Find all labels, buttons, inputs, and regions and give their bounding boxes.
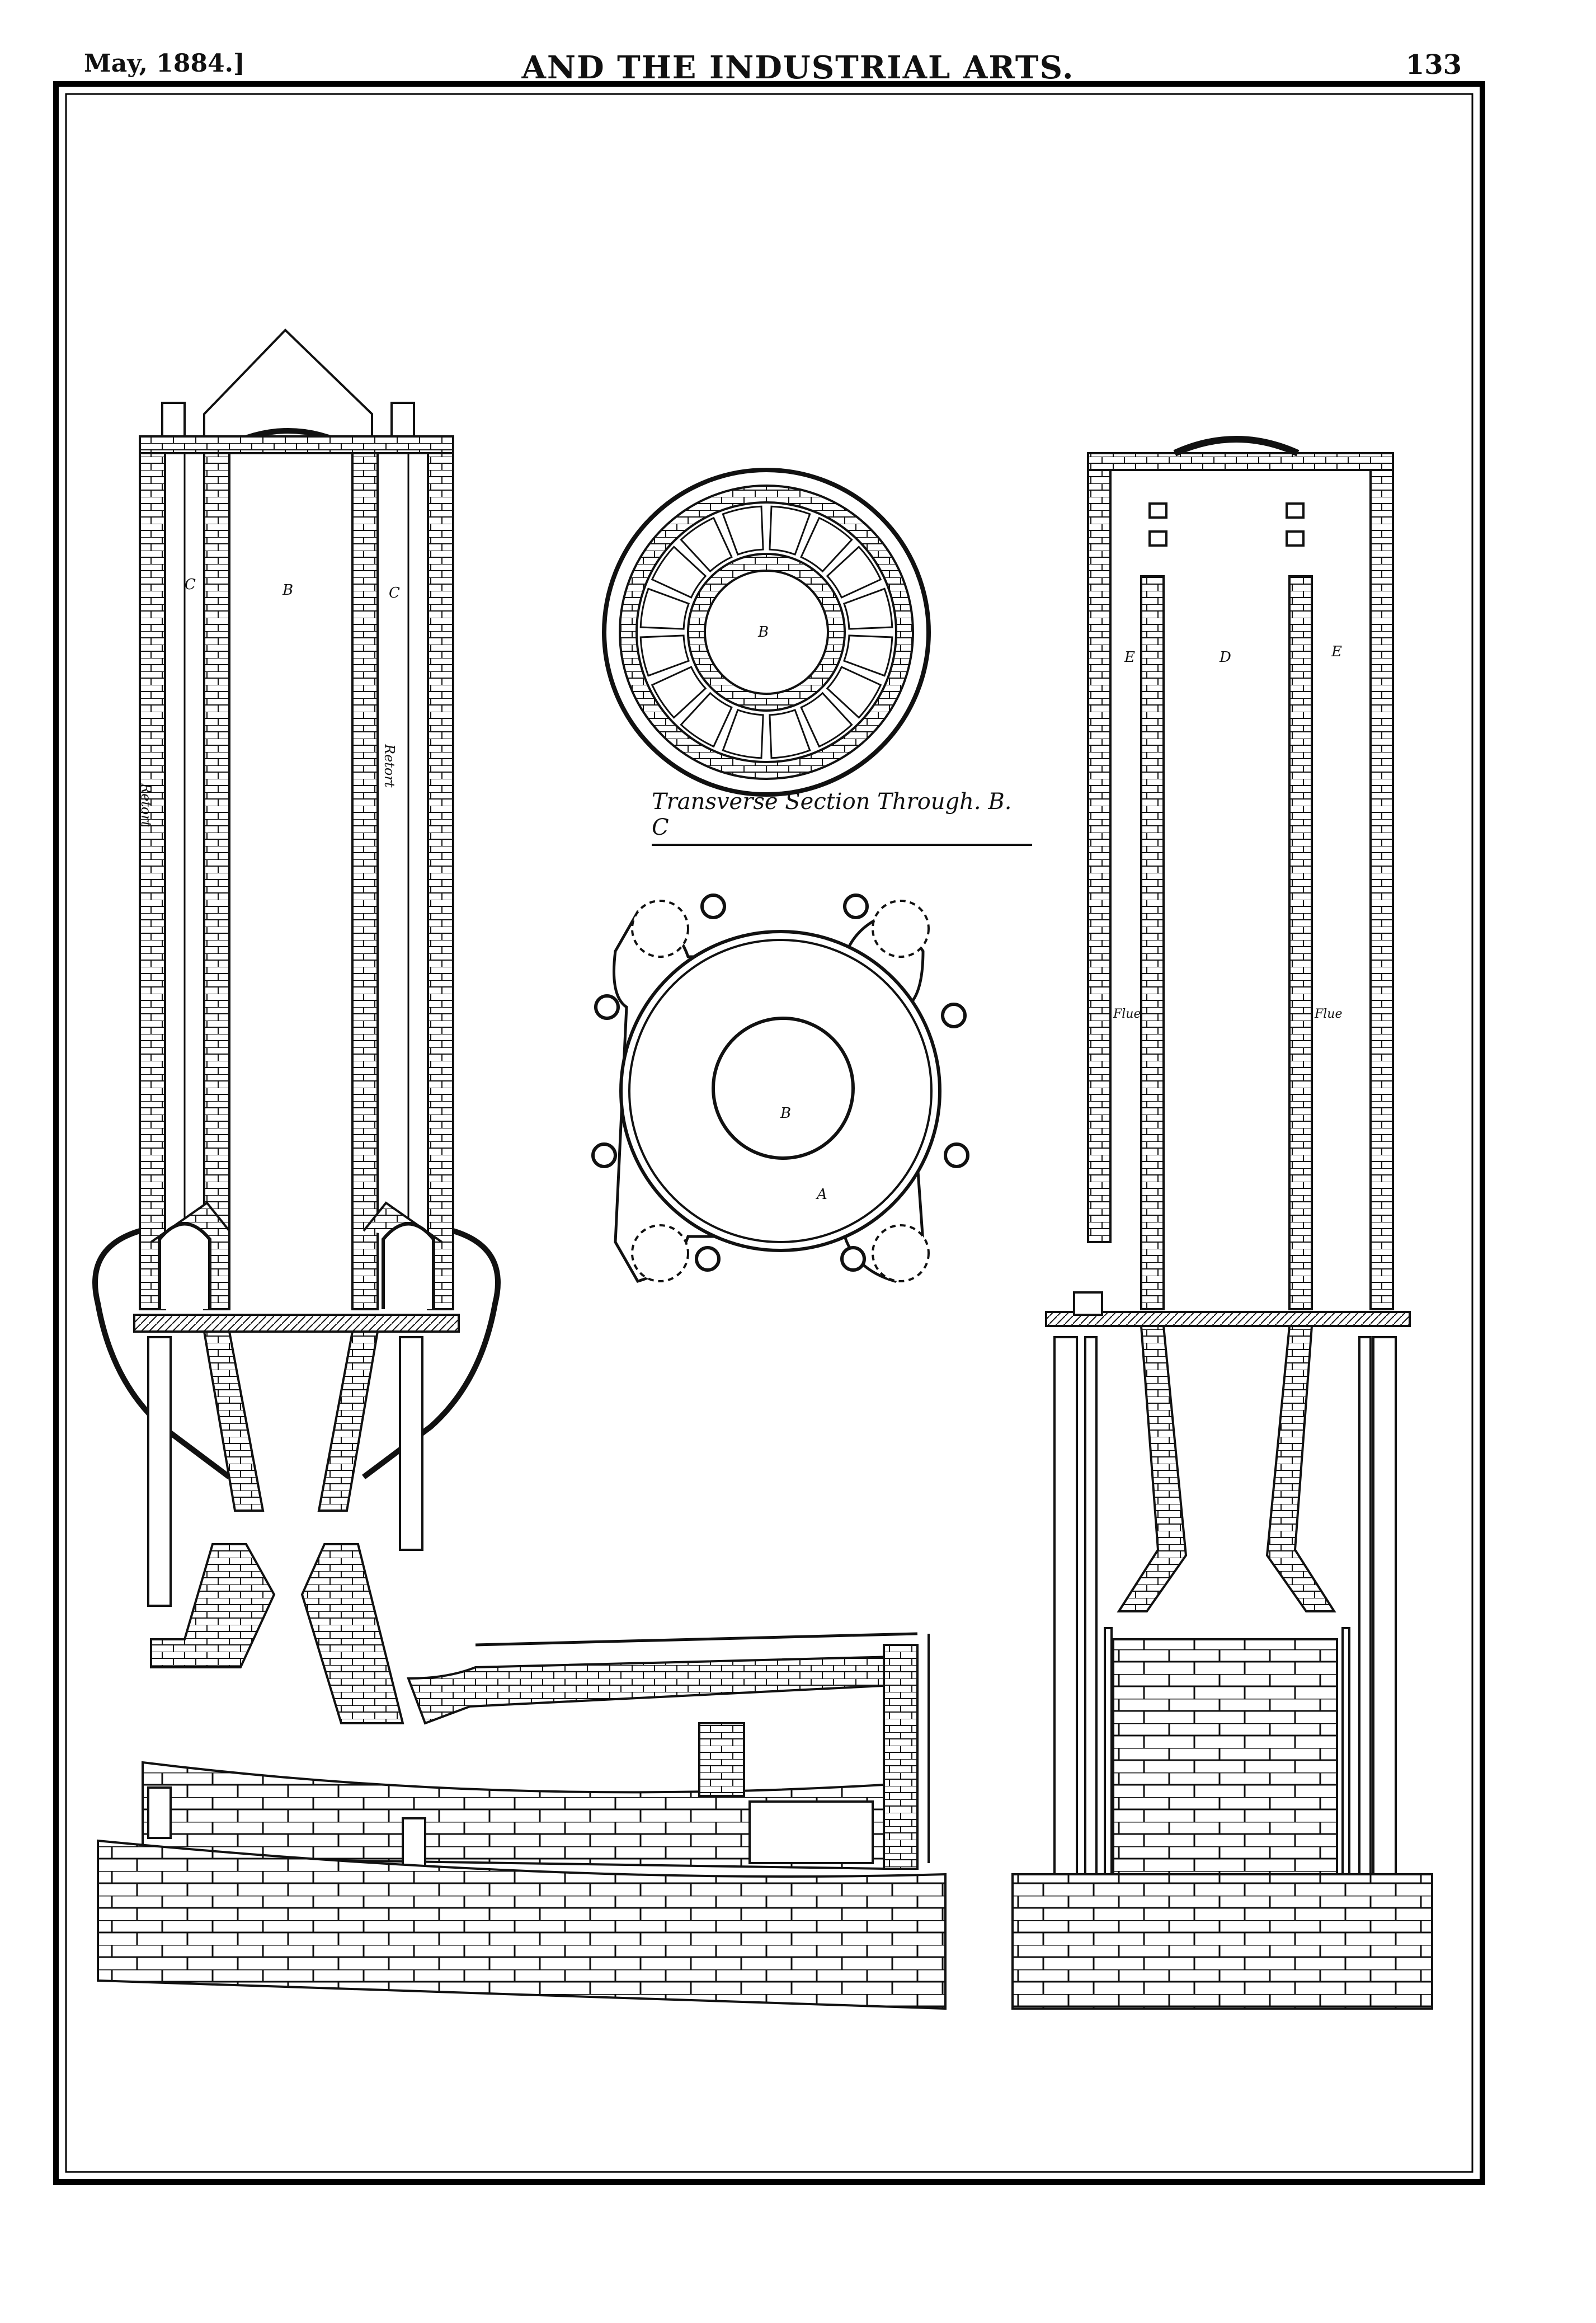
label-e-right: E bbox=[1331, 643, 1342, 660]
caption-transverse-section: Transverse Section Through. B. C bbox=[652, 789, 1032, 846]
ring-chamber bbox=[651, 666, 707, 719]
ring-chamber bbox=[680, 692, 733, 748]
label-a-plan: A bbox=[817, 1186, 827, 1203]
label-retort-right: Retort bbox=[382, 744, 397, 788]
label-e-left: E bbox=[1124, 649, 1135, 666]
header-date: May, 1884.] bbox=[84, 49, 245, 78]
ring-chamber bbox=[639, 587, 690, 630]
label-flue-left: Flue bbox=[1113, 1007, 1141, 1021]
ring-chamber bbox=[722, 505, 764, 556]
plate-border bbox=[53, 81, 1485, 2185]
ring-retort-chambers bbox=[639, 505, 893, 759]
base-plan bbox=[591, 894, 969, 1283]
ring-chamber bbox=[769, 708, 811, 759]
transverse-section-ring bbox=[602, 468, 931, 797]
label-b-ring: B bbox=[758, 624, 769, 641]
ring-chamber bbox=[639, 634, 690, 677]
right-flue-section bbox=[1011, 436, 1433, 2010]
ring-chamber bbox=[769, 505, 811, 556]
label-c-right: C bbox=[389, 585, 400, 601]
ring-chamber bbox=[680, 516, 733, 573]
journal-running-title: AND THE INDUSTRIAL ARTS. bbox=[521, 49, 1075, 86]
label-retort-left: Retort bbox=[138, 783, 154, 827]
ring-chamber bbox=[800, 516, 853, 573]
ring-chamber bbox=[842, 587, 893, 630]
ring-chamber bbox=[651, 546, 707, 599]
left-retort-section bbox=[92, 328, 930, 1870]
label-d: D bbox=[1220, 649, 1231, 666]
brick-foundation bbox=[97, 1722, 947, 2010]
ring-chamber bbox=[800, 692, 853, 748]
page-number: 133 bbox=[1405, 49, 1462, 81]
label-b-plan: B bbox=[780, 1105, 792, 1122]
label-b-left: B bbox=[283, 582, 294, 599]
ring-chamber bbox=[826, 546, 882, 599]
ring-chamber bbox=[842, 634, 893, 677]
label-flue-right: Flue bbox=[1315, 1007, 1343, 1021]
ring-chamber bbox=[826, 666, 882, 719]
label-c-left: C bbox=[185, 576, 196, 593]
ring-chamber bbox=[722, 708, 764, 759]
